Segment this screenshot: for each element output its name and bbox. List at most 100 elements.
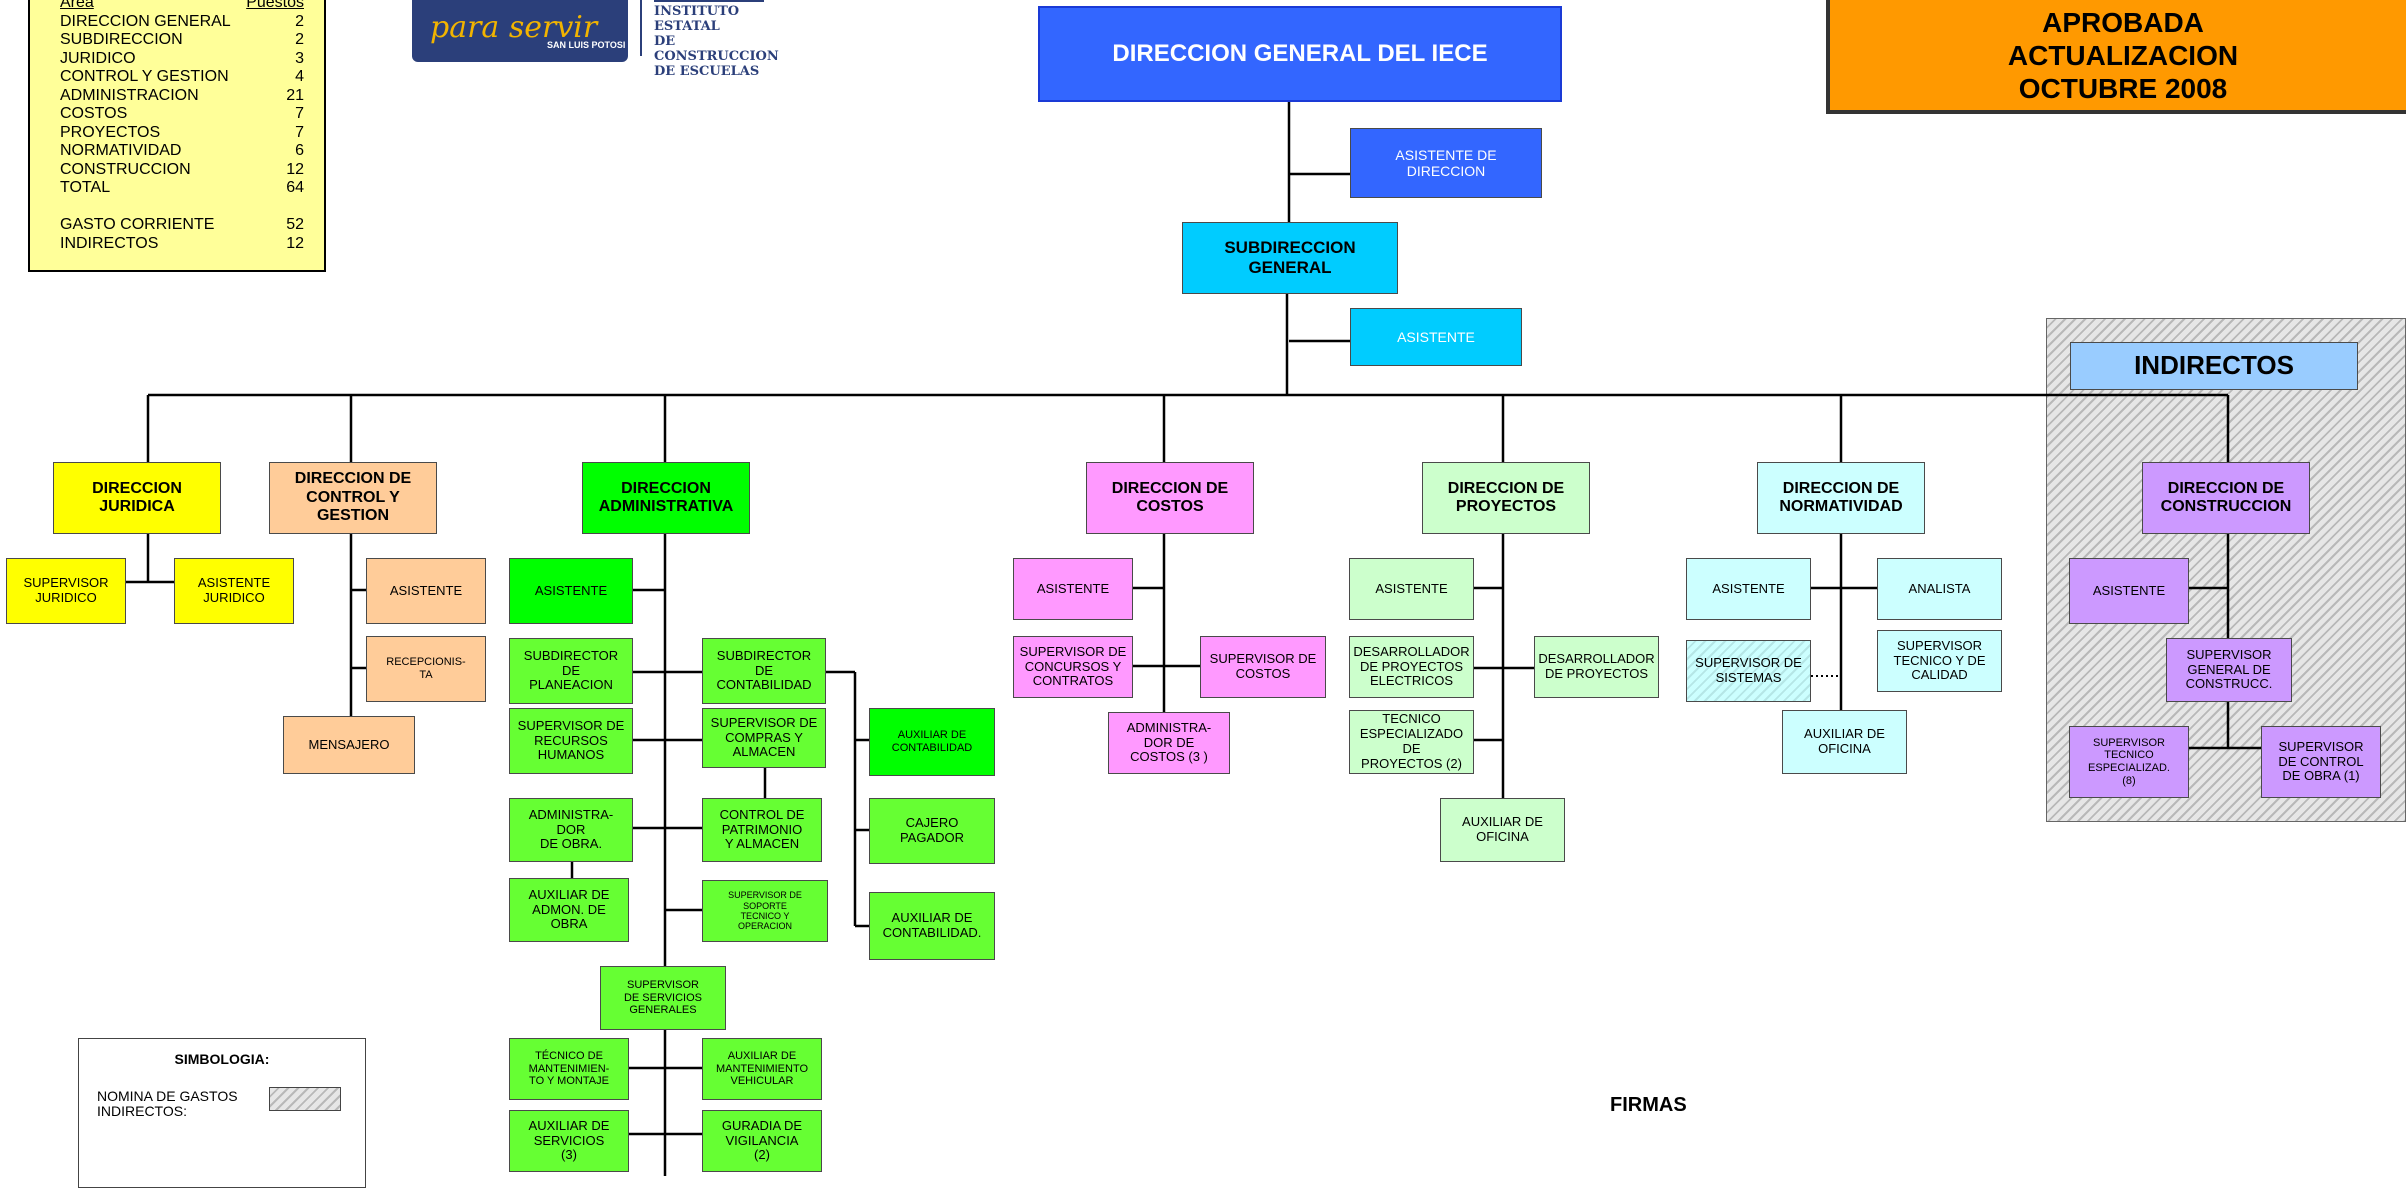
approved-line1: APROBADA <box>2042 6 2204 38</box>
node-supervisor-soporte: SUPERVISOR DE SOPORTE TECNICO Y OPERACIO… <box>702 880 828 942</box>
logo-separator <box>640 0 642 56</box>
node-supervisor-control-obra: SUPERVISOR DE CONTROL DE OBRA (1) <box>2261 726 2381 798</box>
node-supervisor-general-construccion: SUPERVISOR GENERAL DE CONSTRUCC. <box>2166 638 2292 702</box>
summary-row: NORMATIVIDAD 6 <box>40 142 314 161</box>
summary-row-value: 7 <box>295 105 304 122</box>
approved-line2: ACTUALIZACION <box>2007 39 2239 71</box>
summary-row: GASTO CORRIENTE 52 <box>40 216 314 235</box>
node-direccion-general: DIRECCION GENERAL DEL IECE <box>1038 6 1562 102</box>
node-administrador-costos: ADMINISTRA- DOR DE COSTOS (3 ) <box>1108 712 1230 774</box>
summary-row-label: JURIDICO <box>60 49 136 67</box>
node-subdirector-planeacion: SUBDIRECTOR DE PLANEACION <box>509 638 633 704</box>
logo-place: SAN LUIS POTOSI <box>547 40 626 50</box>
node-supervisor-concursos: SUPERVISOR DE CONCURSOS Y CONTRATOS <box>1013 636 1133 698</box>
legend-title: SIMBOLOGIA: <box>174 1051 270 1067</box>
node-administrador-obra: ADMINISTRA- DOR DE OBRA. <box>509 798 633 862</box>
node-mensajero: MENSAJERO <box>283 716 415 774</box>
summary-row-label: GASTO CORRIENTE <box>60 216 215 233</box>
summary-row-value: 6 <box>295 142 304 159</box>
summary-header-area: Area <box>60 0 94 11</box>
node-direccion-control-gestion: DIRECCION DE CONTROL Y GESTION <box>269 462 437 534</box>
summary-row-label: ADMINISTRACION <box>60 86 199 104</box>
node-desarrollador-proyectos: DESARROLLADOR DE PROYECTOS <box>1534 636 1659 698</box>
node-supervisor-tecnico-especializado: SUPERVISOR TECNICO ESPECIALIZAD. (8) <box>2069 726 2189 798</box>
summary-row: SUBDIRECCION 2 <box>40 31 314 50</box>
node-direccion-juridica: DIRECCION JURIDICA <box>53 462 221 534</box>
node-asistente-construccion: ASISTENTE <box>2069 558 2189 624</box>
summary-row-label: COSTOS <box>60 105 128 122</box>
node-asistente-normatividad: ASISTENTE <box>1686 558 1811 620</box>
summary-row-label: INDIRECTOS <box>60 234 159 252</box>
summary-header: Area Puestos <box>40 0 314 13</box>
node-supervisor-sistemas: SUPERVISOR DE SISTEMAS <box>1686 640 1811 702</box>
node-direccion-proyectos: DIRECCION DE PROYECTOS <box>1422 462 1590 534</box>
summary-row-value: 12 <box>286 234 304 252</box>
node-asistente-administrativa: ASISTENTE <box>509 558 633 624</box>
summary-row: TOTAL 64 <box>40 179 314 198</box>
logo-institute: INSTITUTO ESTATAL DE CONSTRUCCION DE ESC… <box>654 4 779 79</box>
node-control-patrimonio: CONTROL DE PATRIMONIO Y ALMACEN <box>702 798 822 862</box>
summary-row-label: SUBDIRECCION <box>60 31 183 48</box>
approved-banner: APROBADA ACTUALIZACION OCTUBRE 2008 <box>1826 0 2406 114</box>
summary-row: COSTOS 7 <box>40 105 314 124</box>
node-asistente-proyectos: ASISTENTE <box>1349 558 1474 620</box>
summary-row-label: TOTAL <box>60 179 111 196</box>
summary-row-label: PROYECTOS <box>60 123 161 141</box>
summary-row-value: 7 <box>295 123 304 141</box>
node-supervisor-costos: SUPERVISOR DE COSTOS <box>1200 636 1326 698</box>
legend-item-label: NOMINA DE GASTOS INDIRECTOS: <box>97 1088 238 1119</box>
summary-row-label: DIRECCION GENERAL <box>60 12 231 30</box>
node-tecnico-mantenimiento: TÉCNICO DE MANTENIMIEN- TO Y MONTAJE <box>509 1038 629 1100</box>
node-asistente-subdireccion: ASISTENTE <box>1350 308 1522 366</box>
node-analista: ANALISTA <box>1877 558 2002 620</box>
node-supervisor-servicios-generales: SUPERVISOR DE SERVICIOS GENERALES <box>600 966 726 1030</box>
summary-row-label: CONSTRUCCION <box>60 160 191 178</box>
summary-row-value: 52 <box>286 216 304 233</box>
summary-row-label: NORMATIVIDAD <box>60 142 182 159</box>
node-supervisor-tecnico-calidad: SUPERVISOR TECNICO Y DE CALIDAD <box>1877 630 2002 692</box>
iece-logo: para servir SAN LUIS POTOSI INSTITUTO ES… <box>412 0 782 79</box>
summary-row-value: 64 <box>286 179 304 196</box>
node-asistente-direccion: ASISTENTE DE DIRECCION <box>1350 128 1542 198</box>
node-recepcionista: RECEPCIONIS- TA <box>366 636 486 702</box>
summary-row: ADMINISTRACION 21 <box>40 87 314 106</box>
approved-line3: OCTUBRE 2008 <box>2018 72 2228 104</box>
logo-mark: para servir SAN LUIS POTOSI <box>412 0 628 62</box>
node-auxiliar-oficina-proyectos: AUXILIAR DE OFICINA <box>1440 798 1565 862</box>
summary-header-puestos: Puestos <box>246 0 304 11</box>
node-auxiliar-servicios: AUXILIAR DE SERVICIOS (3) <box>509 1110 629 1172</box>
node-direccion-costos: DIRECCION DE COSTOS <box>1086 462 1254 534</box>
node-auxiliar-mantenimiento-vehicular: AUXILIAR DE MANTENIMIENTO VEHICULAR <box>702 1038 822 1100</box>
summary-row-value: 4 <box>295 68 304 85</box>
node-guardia-vigilancia: GURADIA DE VIGILANCIA (2) <box>702 1110 822 1172</box>
legend-box: SIMBOLOGIA: NOMINA DE GASTOS INDIRECTOS: <box>78 1038 366 1188</box>
node-supervisor-recursos-humanos: SUPERVISOR DE RECURSOS HUMANOS <box>509 708 633 774</box>
summary-row: CONTROL Y GESTION 4 <box>40 68 314 87</box>
indirectos-header: INDIRECTOS <box>2070 342 2358 390</box>
node-auxiliar-contabilidad-2: AUXILIAR DE CONTABILIDAD. <box>869 892 995 960</box>
summary-row: PROYECTOS 7 <box>40 124 314 143</box>
firmas-label: FIRMAS <box>1610 1094 1687 1116</box>
summary-row-value: 2 <box>295 31 304 48</box>
summary-row-value: 2 <box>295 12 304 30</box>
node-direccion-construccion: DIRECCION DE CONSTRUCCION <box>2142 462 2310 534</box>
logo-bar <box>654 0 764 2</box>
node-subdireccion-general: SUBDIRECCION GENERAL <box>1182 222 1398 294</box>
logo-script: para servir <box>430 10 598 45</box>
node-asistente-costos: ASISTENTE <box>1013 558 1133 620</box>
node-auxiliar-contabilidad-1: AUXILIAR DE CONTABILIDAD <box>869 708 995 776</box>
summary-row-value: 21 <box>286 86 304 104</box>
node-cajero-pagador: CAJERO PAGADOR <box>869 798 995 864</box>
summary-row-label: CONTROL Y GESTION <box>60 68 229 85</box>
node-asistente-control-gestion: ASISTENTE <box>366 558 486 624</box>
summary-row: INDIRECTOS 12 <box>40 235 314 254</box>
node-supervisor-juridico: SUPERVISOR JURIDICO <box>6 558 126 624</box>
legend-hatch-swatch <box>269 1087 341 1111</box>
node-direccion-administrativa: DIRECCION ADMINISTRATIVA <box>582 462 750 534</box>
summary-row: JURIDICO 3 <box>40 50 314 69</box>
node-direccion-normatividad: DIRECCION DE NORMATIVIDAD <box>1757 462 1925 534</box>
summary-row-value: 3 <box>295 49 304 67</box>
